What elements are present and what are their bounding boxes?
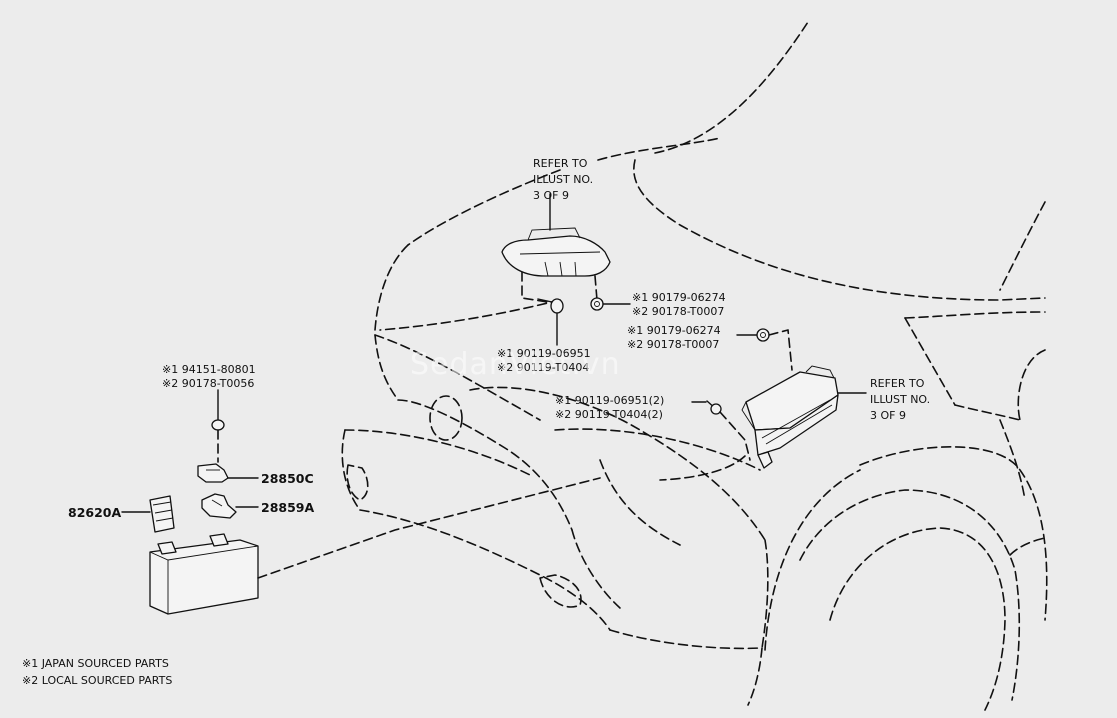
left-parts-assembly bbox=[121, 389, 601, 615]
part-label-82620A: 82620A bbox=[68, 505, 121, 520]
bolt-right bbox=[706, 400, 722, 415]
note-japan-sourced: ※1 JAPAN SOURCED PARTS bbox=[22, 657, 169, 670]
nut-right bbox=[756, 328, 770, 342]
clamp-28859A bbox=[201, 493, 237, 519]
fastener-callout-nut-upper-line2: ※2 90178-T0007 bbox=[632, 305, 724, 318]
part-label-28859A: 28859A bbox=[261, 500, 314, 515]
refer-callout-right-line2: ILLUST NO. bbox=[870, 393, 930, 406]
clip-nut bbox=[211, 419, 225, 431]
fastener-callout-clip-line1: ※1 94151-80801 bbox=[162, 363, 256, 376]
refer-callout-top-line2: ILLUST NO. bbox=[533, 173, 593, 186]
fastener-callout-nut-right-line2: ※2 90178-T0007 bbox=[627, 338, 719, 351]
note-local-sourced: ※2 LOCAL SOURCED PARTS bbox=[22, 674, 172, 687]
fastener-callout-clip-line2: ※2 90178-T0056 bbox=[162, 377, 254, 390]
fastener-callout-bolt-upper-line1: ※1 90119-06951 bbox=[497, 347, 591, 360]
tray-82620A bbox=[149, 495, 175, 533]
fastener-callout-bolt-right-line2: ※2 90119-T0404(2) bbox=[555, 408, 663, 421]
right-module-assembly bbox=[691, 328, 867, 469]
refer-callout-top-line1: REFER TO bbox=[533, 157, 588, 170]
sensor-28850C bbox=[197, 463, 229, 483]
part-label-28850C: 28850C bbox=[261, 471, 314, 486]
watermark-logo: SedanViet.vn bbox=[410, 347, 621, 382]
upper-module-assembly bbox=[501, 193, 631, 346]
refer-callout-right-line1: REFER TO bbox=[870, 377, 925, 390]
refer-callout-top-line3: 3 OF 9 bbox=[533, 189, 569, 202]
refer-callout-right-line3: 3 OF 9 bbox=[870, 409, 906, 422]
fastener-callout-bolt-upper-line2: ※2 90119-T0404 bbox=[497, 361, 589, 374]
battery bbox=[149, 533, 259, 615]
fastener-callout-nut-upper-line1: ※1 90179-06274 bbox=[632, 291, 726, 304]
fastener-callout-bolt-right-line1: ※1 90119-06951(2) bbox=[555, 394, 664, 407]
fastener-callout-nut-right-line1: ※1 90179-06274 bbox=[627, 324, 721, 337]
vehicle-outline bbox=[341, 21, 1048, 711]
nut-upper bbox=[590, 297, 604, 311]
